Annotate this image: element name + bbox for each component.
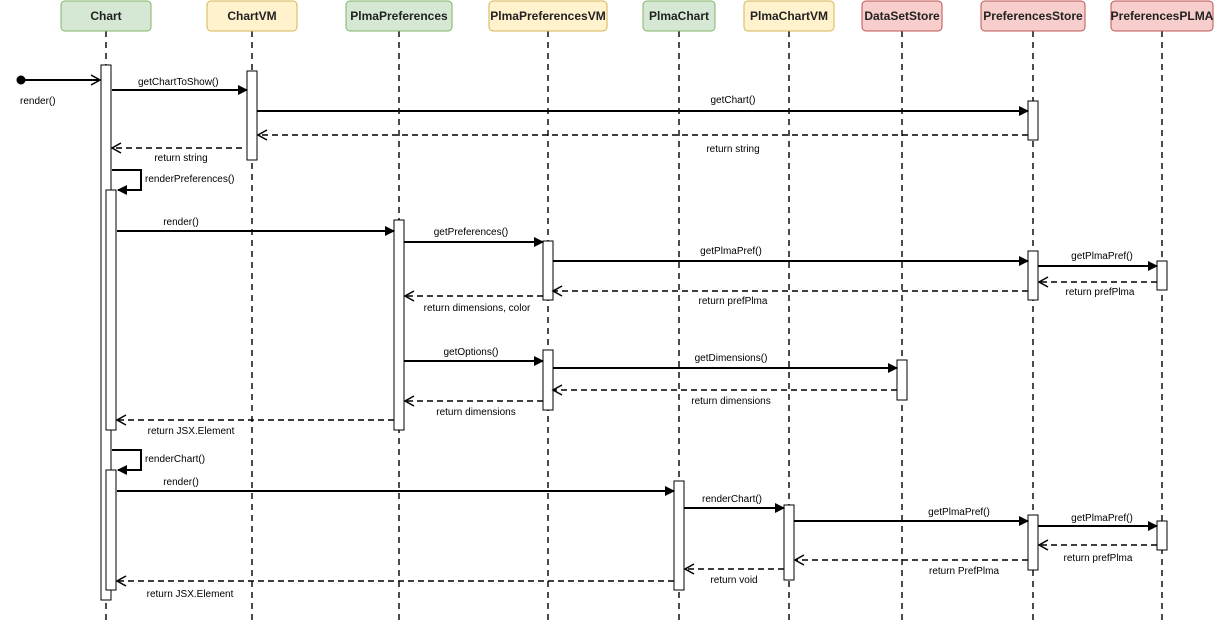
message-20[interactable]: getPlmaPref() <box>794 507 1029 526</box>
participant-box <box>60 0 152 32</box>
message-label: renderChart() <box>145 454 205 465</box>
activation-chart <box>105 469 117 591</box>
activation-chartvm <box>246 70 258 161</box>
entry-label: render() <box>20 96 56 107</box>
participant-plmapref[interactable]: PlmaPreferences <box>345 0 453 32</box>
participant-label: PlmaChart <box>649 9 709 23</box>
message-label: getPlmaPref() <box>928 507 990 518</box>
message-9[interactable]: return prefPlma <box>1037 276 1157 298</box>
participant-box <box>488 0 608 32</box>
message-13[interactable]: getDimensions() <box>553 353 898 373</box>
participant-label: PreferencesPLMA <box>1111 9 1214 23</box>
participant-label: Chart <box>90 9 121 23</box>
message-label: return string <box>154 153 207 164</box>
participant-box <box>345 0 453 32</box>
activation-plmaprefvm <box>542 240 554 301</box>
participant-plmachartvm[interactable]: PlmaChartVM <box>743 0 835 32</box>
message-label: return string <box>706 144 759 155</box>
message-label: getPlmaPref() <box>700 246 762 257</box>
message-18[interactable]: render() <box>117 477 675 496</box>
message-15[interactable]: return dimensions <box>403 395 543 418</box>
self-call-arrow <box>112 169 142 195</box>
message-label: return dimensions, color <box>424 303 531 314</box>
participant-box <box>980 0 1086 32</box>
participant-box <box>861 0 943 32</box>
message-label: getChartToShow() <box>138 77 219 88</box>
message-label: getDimensions() <box>695 353 768 364</box>
message-21[interactable]: getPlmaPref() <box>1038 513 1158 531</box>
message-14[interactable]: return dimensions <box>551 384 897 407</box>
participant-plmachart[interactable]: PlmaChart <box>642 0 716 32</box>
message-22[interactable]: return prefPlma <box>1037 539 1157 564</box>
participant-box <box>206 0 298 32</box>
message-0[interactable]: getChartToShow() <box>112 77 248 95</box>
message-24[interactable]: return void <box>683 563 784 586</box>
message-label: renderPreferences() <box>145 174 234 185</box>
message-16[interactable]: return JSX.Element <box>115 414 394 437</box>
message-label: return prefPlma <box>699 296 768 307</box>
participant-label: PreferencesStore <box>983 9 1083 23</box>
participant-chartvm[interactable]: ChartVM <box>206 0 298 32</box>
participant-chart[interactable]: Chart <box>60 0 152 32</box>
participant-label: ChartVM <box>227 9 276 23</box>
participant-datasetstore[interactable]: DataSetStore <box>861 0 943 32</box>
message-label: getPlmaPref() <box>1071 251 1133 262</box>
message-label: render() <box>163 477 199 488</box>
participant-label: PlmaPreferences <box>350 9 448 23</box>
activation-plmaprefvm <box>542 349 554 411</box>
activation-datasetstore <box>896 359 908 401</box>
message-label: getPreferences() <box>434 227 508 238</box>
participant-box <box>1110 0 1214 32</box>
message-7[interactable]: getPlmaPref() <box>553 246 1029 266</box>
activation-prefplma <box>1156 260 1168 291</box>
activation-prefstore <box>1027 100 1039 141</box>
message-label: return JSX.Element <box>147 589 234 600</box>
message-label: return JSX.Element <box>148 426 235 437</box>
activation-prefplma <box>1156 520 1168 551</box>
message-4[interactable]: renderPreferences() <box>112 169 234 195</box>
participant-prefstore[interactable]: PreferencesStore <box>980 0 1086 32</box>
entry-render: render() <box>16 74 102 107</box>
participant-box <box>743 0 835 32</box>
message-label: return void <box>710 575 757 586</box>
activation-plmapref <box>393 219 405 431</box>
message-label: render() <box>163 217 199 228</box>
message-label: return prefPlma <box>1066 287 1135 298</box>
message-6[interactable]: getPreferences() <box>404 227 544 247</box>
activation-prefstore <box>1027 514 1039 571</box>
message-1[interactable]: getChart() <box>257 95 1029 116</box>
message-label: getPlmaPref() <box>1071 513 1133 524</box>
participant-label: PlmaPreferencesVM <box>490 9 605 23</box>
message-label: return prefPlma <box>1064 553 1133 564</box>
message-17[interactable]: renderChart() <box>112 449 205 475</box>
message-23[interactable]: return PrefPlma <box>793 554 1028 577</box>
participant-label: PlmaChartVM <box>750 9 828 23</box>
message-10[interactable]: return prefPlma <box>551 285 1028 307</box>
message-25[interactable]: return JSX.Element <box>115 575 674 600</box>
participant-prefplma[interactable]: PreferencesPLMA <box>1110 0 1214 32</box>
message-label: return PrefPlma <box>929 566 999 577</box>
participant-label: DataSetStore <box>864 9 940 23</box>
message-label: getChart() <box>710 95 755 106</box>
self-call-arrow <box>112 449 142 475</box>
message-11[interactable]: return dimensions, color <box>403 290 543 314</box>
message-label: renderChart() <box>702 494 762 505</box>
message-3[interactable]: return string <box>110 142 242 164</box>
message-label: return dimensions <box>691 396 770 407</box>
activation-prefstore <box>1027 250 1039 301</box>
message-12[interactable]: getOptions() <box>404 347 544 366</box>
message-5[interactable]: render() <box>117 217 395 236</box>
activation-chart <box>105 189 117 431</box>
participant-box <box>642 0 716 32</box>
participant-plmaprefvm[interactable]: PlmaPreferencesVM <box>488 0 608 32</box>
message-label: return dimensions <box>436 407 515 418</box>
message-label: getOptions() <box>443 347 498 358</box>
activation-plmachart <box>673 480 685 591</box>
message-2[interactable]: return string <box>256 129 1028 155</box>
activation-plmachartvm <box>783 504 795 581</box>
message-8[interactable]: getPlmaPref() <box>1038 251 1158 271</box>
message-19[interactable]: renderChart() <box>684 494 785 513</box>
